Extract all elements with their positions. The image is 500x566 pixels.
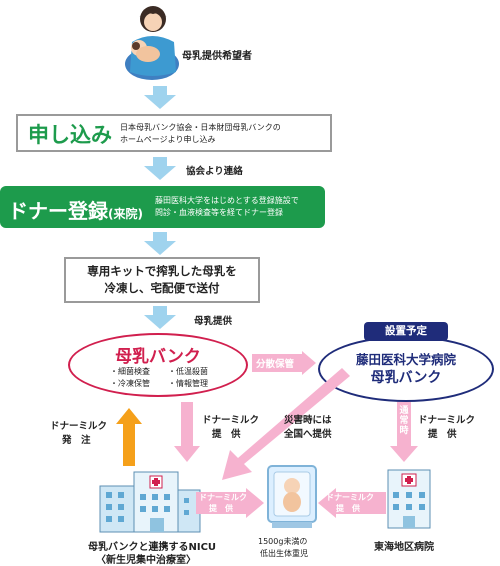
nicu-building-icon	[99, 471, 201, 533]
nicu-label-2: 〈新生児集中治療室〉	[96, 555, 196, 566]
supply-label-2-line1: ドナーミルク	[418, 415, 476, 426]
baby-label-1: 1500g未満の	[258, 537, 308, 546]
flow-arrow-3-head	[144, 241, 176, 255]
order-label-1: ドナーミルク	[50, 421, 108, 432]
flow-arrow-2	[153, 157, 167, 167]
fujita-bank-line2: 母乳バンク	[370, 370, 442, 386]
nicu-supply-line2: 提 供	[209, 504, 233, 513]
baby-label-2: 低出生体重児	[260, 549, 308, 558]
fujita-bank-line1: 藤田医科大学病院	[355, 352, 456, 367]
mother-illustration	[125, 6, 179, 80]
supply-label-1-line2: 提 供	[212, 429, 241, 440]
step-donor-registration-title: ドナー登録(来院)	[8, 195, 143, 224]
flow-arrow-1	[153, 86, 167, 96]
step-shipping-line1: 専用キットで搾乳した母乳を	[87, 264, 237, 278]
flow-arrow-4	[153, 306, 167, 316]
tokai-hospital-icon	[387, 469, 431, 529]
disaster-label-1: 災害時には	[284, 415, 332, 426]
fujita-bank-ellipse	[318, 336, 494, 402]
nicu-supply-line1: ドナーミルク	[199, 493, 247, 502]
tokai-supply-arrow	[318, 488, 386, 518]
step-donor-desc-1: 藤田医科大学をはじめとする登録施設で	[155, 196, 299, 205]
step-application-box	[16, 114, 332, 152]
distributed-arrow	[252, 351, 316, 375]
applicant-label: 母乳提供希望者	[182, 51, 252, 62]
flow-arrow-4-head	[144, 315, 176, 329]
milk-bank-item-1: ・細菌検査	[110, 367, 150, 376]
supply-label-1-line1: ドナーミルク	[202, 415, 260, 426]
flow-arrow-1-head	[144, 95, 176, 109]
step-shipping-box	[64, 257, 260, 303]
donor-title-sub: (来院)	[108, 207, 143, 221]
step-donor-registration-box	[0, 186, 325, 228]
step-application-desc-2: ホームページより申し込み	[120, 135, 216, 144]
nicu-supply-arrow	[196, 488, 264, 518]
order-arrow	[116, 408, 142, 466]
tokai-label: 東海地区病院	[374, 542, 434, 553]
milk-bank-title: 母乳バンク	[115, 347, 201, 367]
supply-arrow-1	[174, 402, 200, 462]
tokai-supply-line2: 提 供	[336, 504, 360, 513]
contact-label: 協会より連絡	[186, 166, 243, 177]
planned-badge: 設置予定	[364, 322, 448, 341]
donor-title-main: ドナー登録	[8, 199, 108, 223]
order-label-2: 発 注	[62, 435, 91, 446]
flow-arrow-3	[153, 232, 167, 242]
normal-label: 通常時	[399, 406, 409, 436]
tokai-supply-line1: ドナーミルク	[326, 493, 374, 502]
distributed-label: 分散保管	[256, 359, 295, 370]
step-application-title: 申し込み	[28, 123, 112, 147]
milk-bank-item-4: ・情報管理	[168, 379, 208, 388]
milk-bank-item-2: ・低温殺菌	[168, 367, 208, 376]
milk-bank-ellipse	[68, 333, 248, 397]
disaster-label-2: 全国へ提供	[284, 429, 332, 440]
flow-arrow-2-head	[144, 166, 176, 180]
supply-arrow-2	[390, 402, 418, 462]
supply-label-2-line2: 提 供	[428, 429, 457, 440]
nicu-label-1: 母乳バンクと連携するNICU	[88, 542, 217, 553]
disaster-arrow	[222, 368, 350, 480]
milk-bank-item-3: ・冷凍保管	[110, 379, 150, 388]
step-donor-desc-2: 問診・血液検査等を経てドナー登録	[155, 208, 283, 217]
provide-label: 母乳提供	[194, 316, 233, 327]
step-application-desc-1: 日本母乳バンク協会・日本財団母乳バンクの	[120, 123, 281, 132]
step-shipping-line2: 冷凍し、宅配便で送付	[104, 281, 220, 295]
baby-incubator-icon	[267, 465, 317, 528]
